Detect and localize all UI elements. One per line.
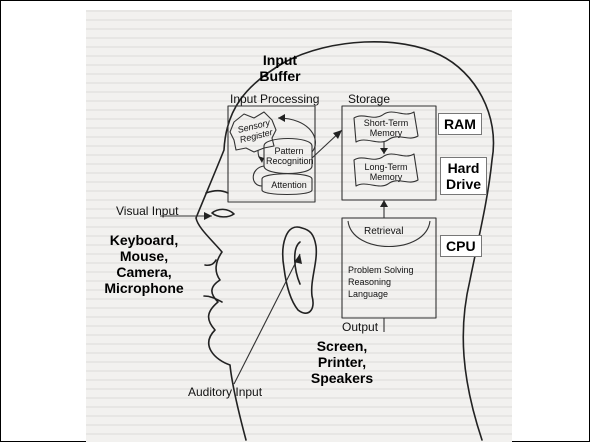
long-term-memory-shape — [353, 153, 419, 187]
arrowhead-stm-ltm — [380, 148, 388, 154]
storage-label: Storage — [348, 92, 391, 106]
cpu-annotation: CPU — [440, 235, 482, 257]
input-devices-annotation: Keyboard, Mouse, Camera, Microphone — [104, 232, 184, 296]
pattern-recognition-shape — [263, 138, 313, 174]
scanned-book-page — [86, 10, 512, 442]
ear-outline — [282, 226, 318, 314]
lips — [203, 295, 223, 303]
visual-input-label: Visual Input — [116, 204, 179, 218]
background-text-texture — [86, 10, 512, 442]
storage-box — [341, 105, 437, 201]
arrowhead-auditory — [294, 254, 302, 264]
short-term-memory-shape — [353, 111, 419, 143]
output-devices-annotation: Screen, Printer, Speakers — [310, 338, 374, 386]
flow-attention-loop — [252, 165, 265, 187]
hard-drive-annotation: Hard Drive — [440, 157, 488, 195]
input-processing-label: Input Processing — [230, 92, 320, 106]
output-label: Output — [342, 320, 379, 334]
input-processing-box — [227, 105, 316, 203]
output-functions-label: Problem Solving Reasoning Language — [348, 265, 414, 299]
arrowhead-to-pattern — [258, 156, 264, 163]
sensory-register-shape — [229, 111, 277, 153]
ram-annotation: RAM — [438, 113, 482, 135]
eyebrow — [205, 189, 229, 194]
arrowhead-visual — [204, 212, 212, 220]
pattern-recognition-label: Pattern Recognition — [266, 146, 314, 166]
arrowhead-to-sensory — [278, 114, 285, 122]
auditory-input-arrow — [233, 253, 301, 385]
ear-inner — [293, 241, 301, 285]
retrieval-arc — [347, 220, 431, 248]
eye — [211, 208, 235, 218]
flow-pattern-to-sensory — [277, 117, 316, 153]
input-buffer-annotation: Input Buffer — [259, 52, 301, 84]
short-term-memory-label: Short-Term Memory — [363, 118, 409, 138]
head-outline — [195, 41, 495, 441]
attention-shape — [261, 173, 313, 196]
auditory-input-label: Auditory Input — [188, 385, 263, 399]
output-box — [341, 217, 437, 319]
arrowhead-retrieval — [380, 200, 388, 207]
attention-label: Attention — [271, 180, 307, 190]
long-term-memory-label: Long-Term Memory — [364, 162, 408, 182]
retrieval-label: Retrieval — [364, 226, 404, 237]
arrowhead-to-stm — [333, 130, 342, 139]
nostril — [204, 259, 217, 267]
